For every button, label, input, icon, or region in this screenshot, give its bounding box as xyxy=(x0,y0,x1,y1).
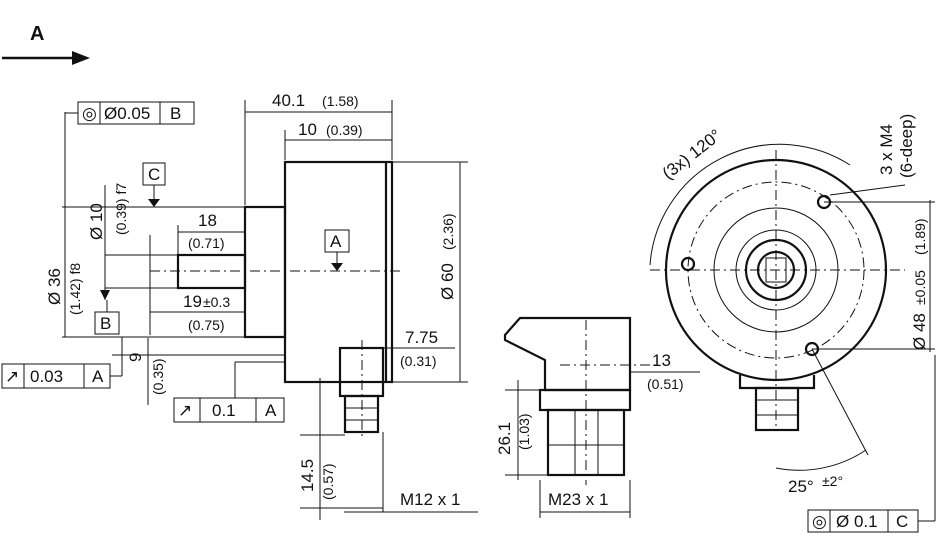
middle-connector-view: 26.1 (1.03) 13 (0.51) M23 x 1 xyxy=(495,316,700,518)
thread-m23: M23 x 1 xyxy=(548,490,608,509)
dim-pcd-tol: ±0.05 xyxy=(912,270,928,305)
angle-25-tol: ±2° xyxy=(822,473,843,489)
dim-body-dia: Ø 60 xyxy=(438,263,457,300)
right-front-view: (3x) 120° 3 x M4 (6-deep) Ø 48 ±0.05 (1.… xyxy=(649,114,936,533)
dim-9-in: (0.35) xyxy=(150,358,166,395)
dim-40-1: 40.1 xyxy=(272,91,305,110)
datum-c-label: C xyxy=(148,165,160,184)
fcf-concentricity-datum: B xyxy=(170,104,181,123)
dim-7-75: 7.75 xyxy=(405,328,438,347)
dim-19-in: (0.75) xyxy=(188,317,225,333)
left-side-view: 40.1 (1.58) 10 (0.39) 18 (0.71) 19 ±0.3 … xyxy=(1,91,478,520)
angle-arc xyxy=(649,143,851,266)
connector-ring xyxy=(538,388,632,412)
dim-19: 19 xyxy=(183,292,202,311)
fcf-runout-2-datum: A xyxy=(265,401,277,420)
fcf-runout-2-symbol: ↗ xyxy=(178,401,192,420)
fcf-concentricity-value: Ø0.05 xyxy=(104,104,150,123)
fcf-right-datum: C xyxy=(896,512,908,531)
dim-40-1-in: (1.58) xyxy=(322,93,359,109)
holes-spec: 3 x M4 xyxy=(877,124,896,175)
fcf-runout-1-value: 0.03 xyxy=(30,367,63,386)
dim-spigot-dia: Ø 36 xyxy=(45,268,64,305)
fcf-right-symbol: ◎ xyxy=(812,512,827,531)
fcf-runout-2-value: 0.1 xyxy=(212,401,236,420)
dim-10: 10 xyxy=(298,120,317,139)
spigot xyxy=(243,205,287,339)
dim-26-1-in: (1.03) xyxy=(516,413,532,450)
dim-14-5: 14.5 xyxy=(298,459,317,492)
dim-19-tol: ±0.3 xyxy=(203,294,230,310)
fcf-right-value: Ø 0.1 xyxy=(836,512,878,531)
dim-26-1: 26.1 xyxy=(495,422,514,455)
datum-a-label: A xyxy=(330,232,342,251)
dim-10-in: (0.39) xyxy=(326,122,363,138)
front-connector xyxy=(754,386,800,432)
dim-13: 13 xyxy=(652,351,671,370)
dim-spigot-fit: (1.42) f8 xyxy=(67,263,83,315)
fcf-runout-1-datum: A xyxy=(92,367,104,386)
dim-pcd-in: (1.89) xyxy=(912,218,928,255)
datum-b-label: B xyxy=(100,314,111,333)
dim-body-dia-in: (2.36) xyxy=(440,213,456,250)
mount-hole-2 xyxy=(680,256,696,272)
holes-depth: (6-deep) xyxy=(897,114,916,178)
angle-120: (3x) 120° xyxy=(659,126,725,184)
dim-shaft-dia: Ø 10 xyxy=(87,203,106,240)
dim-18-in: (0.71) xyxy=(188,235,225,251)
view-arrow-head xyxy=(72,51,90,65)
thread-m12: M12 x 1 xyxy=(400,490,460,509)
dim-shaft-fit: (0.39) f7 xyxy=(113,183,129,235)
angle-25: 25° xyxy=(788,477,814,496)
dim-9: 9 xyxy=(126,353,145,362)
dim-14-5-in: (0.57) xyxy=(320,463,336,500)
dim-pcd: Ø 48 xyxy=(910,313,929,350)
dim-18: 18 xyxy=(198,211,217,230)
fcf-runout-1-symbol: ↗ xyxy=(5,367,19,386)
dim-7-75-in: (0.31) xyxy=(400,353,437,369)
fcf-concentricity-symbol: ◎ xyxy=(82,104,97,123)
connector-elbow xyxy=(503,316,632,392)
dim-13-in: (0.51) xyxy=(647,376,684,392)
view-label: A xyxy=(30,23,44,45)
